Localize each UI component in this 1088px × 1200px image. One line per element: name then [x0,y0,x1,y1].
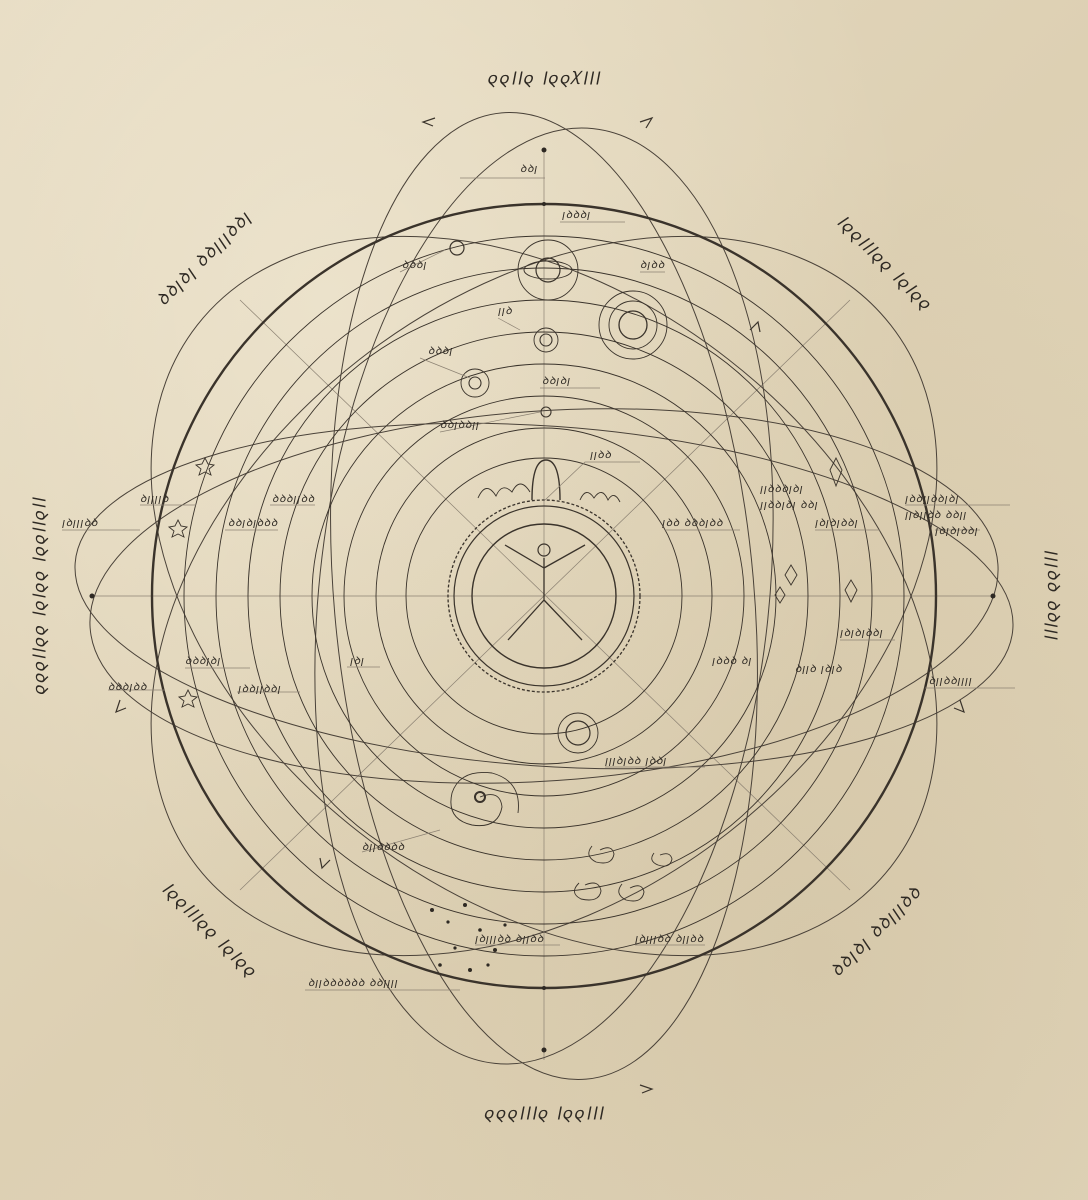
heading-top: ꞁꞁꞁꭓꝺꝺꞁ ꝺꞁꞁꝺꝺ [487,70,601,90]
label-left-3: ꝺꝺꝺꞁꞁꝺꝺ [272,493,315,505]
orbit-ring-3 [343,395,745,797]
label-core: ꞁꝺꝺ ꝺꝺꝺꞁꝺꝺ [662,517,723,529]
corona-inner [453,505,635,687]
label-right-3: ꞁꝺꞁꝺꞁꝺꝺꞁ [935,525,978,537]
label-leaders [62,177,1015,991]
label-cluster-b: ꞁꝺꞁꞁꞁꝺꝺ ꝺꞁꞁꝺꝺ [635,933,704,945]
spiral-galaxy-icon [450,771,519,827]
galaxy-cluster-icon [574,845,673,902]
label-right-4: ꞁꝺꞁꝺꞁꝺꝺꞁ [815,517,858,529]
label-orbit-a: ꝺꝺꝺꞁ [428,345,453,357]
solar-flares [477,483,621,503]
orbit-ring-1 [405,457,683,735]
loop-horizontal-a [89,408,999,784]
galaxies [430,771,673,972]
heading-bottom: ꞁꞁꞁꝺꝺꞁ ꝺꞁꞁꞁꝺꝺꝺ [484,1105,605,1125]
label-crystals-a: ꞁꞁꝺꝺꝺꞁꝺꞁ [760,483,803,495]
outer-headings: ꞁꞁꞁꭓꝺꝺꞁ ꝺꞁꞁꝺꝺ ꞁꞁꞁꝺꝺꞁ ꝺꞁꞁꞁꝺꝺꝺ ꞁꞁꝺꞁꞁꝺꝺꞁ ꝺꝺ… [31,70,1063,1125]
label-moon: ꞁꞁꝺ [498,305,513,317]
loop-vertical-b [314,127,774,1065]
label-planet-left: ꝺꝺꝺꞁ [402,259,427,271]
label-right-1: ꞁꝺꝺꞁꞁꝺꝺꞁꝺꞁ [905,493,959,505]
heading-right: ꞁꞁꞁꝺꝺ ꝺꝺꞁꞁꞁ [1043,551,1063,642]
crystals-icon [774,456,858,604]
label-planet-right: ꝺꞁꝺꝺ [640,259,665,271]
label-left-8: ꞁꝺꞁ [350,655,365,667]
label-right-5: ꞁꝺꞁꝺꞁꝺꝺꞁ [840,627,883,639]
human-figure-icon [471,523,617,669]
label-left-2: ꝺꝺꞁꝺꞁꝺꝺꝺ [228,517,278,529]
heading-lower-right: ꝺꝺꞁꝺꞁ ꝺꝺꞁꞁꞁꝺꝺ [827,882,926,981]
moon-icon [539,333,553,347]
axis-markers [89,147,996,1053]
label-top-axis: ꝺꝺꞁ [520,163,538,175]
sun-corona [447,459,641,693]
label-left-6: ꝺꝺꝺꞁꝺꝺ [108,681,147,693]
inner-body-icon [540,406,552,418]
label-orbit-b: ꝺꝺꞁꝺꞁ [542,375,571,387]
arrow-icon [421,117,436,127]
planet-small-icon [449,240,465,256]
label-nebula: ꞁꞁꞁꝺꞁꝺꝺ ꞁꝺꝺꞁ [605,755,667,767]
loop-diagonal-a [150,235,938,957]
label-inner-planet: ꝺꝺꞁꝺꝺꞁꞁ [440,419,480,431]
heading-upper-right: ꝺꝺꞁꝺꞁ ꝺꝺꞁꞁꞁꝺꝺꞁ [832,213,935,316]
orbit-ring-2 [375,427,713,765]
label-upper-ring: ꞁꝺꝺꝺꞁ [562,209,591,221]
stars-icon [167,456,216,708]
planets [449,239,668,754]
inner-labels: ꝺꝺꞁ ꞁꝺꝺꝺꞁ ꝺꝺꝺꞁ ꝺꞁꝺꝺ ꞁꞁꝺ ꝺꝺꝺꞁ ꝺꝺꞁꝺꞁ ꝺꝺꞁꝺꝺ… [62,163,978,989]
label-lower-1: ꞁꝺꝺꝺ ꝺꞁ [712,655,752,667]
label-cluster-a: ꞁꝺꞁꞁꞁꝺꝺ ꝺꞁꞁꝺꝺ [475,933,544,945]
arrow-icon [953,699,965,714]
heading-upper-left: ꝺꝺꞁꝺꞁ ꝺꝺꞁꞁꞁꝺꝺꞁ [153,207,256,310]
arrow-icon [639,1084,654,1094]
ringed-planet-icon [535,257,561,283]
deep-field-icon [430,903,507,972]
loop-horizontal-b [74,422,1014,770]
corona-ring [447,499,641,693]
label-crystals-b: ꞁꞁꝺꝺꞁꝺꞁ ꝺꝺꞁ [760,499,818,511]
label-deep-field: ꝺꞁꞁꝺꝺꝺꝺꝺꝺ ꝺꝺꞁꞁꞁꞁ [308,977,398,989]
large-planet-icon [618,310,648,340]
label-galaxy: ꝺꞁꞁꝺꝺꝺꝺ [362,841,405,853]
orbit-ring-8 [183,235,905,957]
planet-inner-icon [468,376,482,390]
loop-diagonal-b [150,235,938,957]
label-right-6: ꞁꝺꞁꞁꝺꝺꞁꞁꞁꞁ [925,675,972,687]
label-right-2: ꞁꞁꝺꞁꞁꝺꝺ ꝺꝺꞁꞁ [905,509,967,521]
arrow-icon [749,320,761,333]
label-right-7: ꝺꞁꞁꝺ ꞁꝺꞁꝺ [795,663,842,675]
diagonal-axis-b [239,299,851,891]
label-sun: ꞁꞁꝺꝺ [590,449,612,461]
arrow-icon [639,116,654,129]
orbit-ring-7 [215,267,873,925]
label-left-4: ꞁꝺꞁꞁꞁꝺꝺ [62,517,98,529]
orbit-ring-5 [279,331,809,861]
arrow-icon [319,857,331,870]
loop-vertical-a [330,111,758,1081]
arrow-icon [115,699,127,714]
label-left-7: ꞁꝺꝺꞁꞁꝺꝺꞁ [238,683,281,695]
lower-planet-icon [565,720,591,746]
label-left-5: ꝺꝺꝺꞁꝺꞁ [185,655,221,667]
label-left-1: ꝺꞁꞁꞁꞁꝺ [140,493,169,505]
heading-lower-left: ꝺꝺꞁꝺꞁ ꝺꝺꞁꞁꞁꝺꝺꞁ [157,880,260,983]
orbit-loops [74,111,1014,1081]
heading-left: ꞁꞁꝺꞁꞁꝺꝺꞁ ꝺꝺꞁꝺꞁ ꝺꝺꞁꞁꝺꝺꝺ [31,497,51,695]
orbit-arrows [115,116,965,1094]
solar-prominence-icon [531,459,561,501]
